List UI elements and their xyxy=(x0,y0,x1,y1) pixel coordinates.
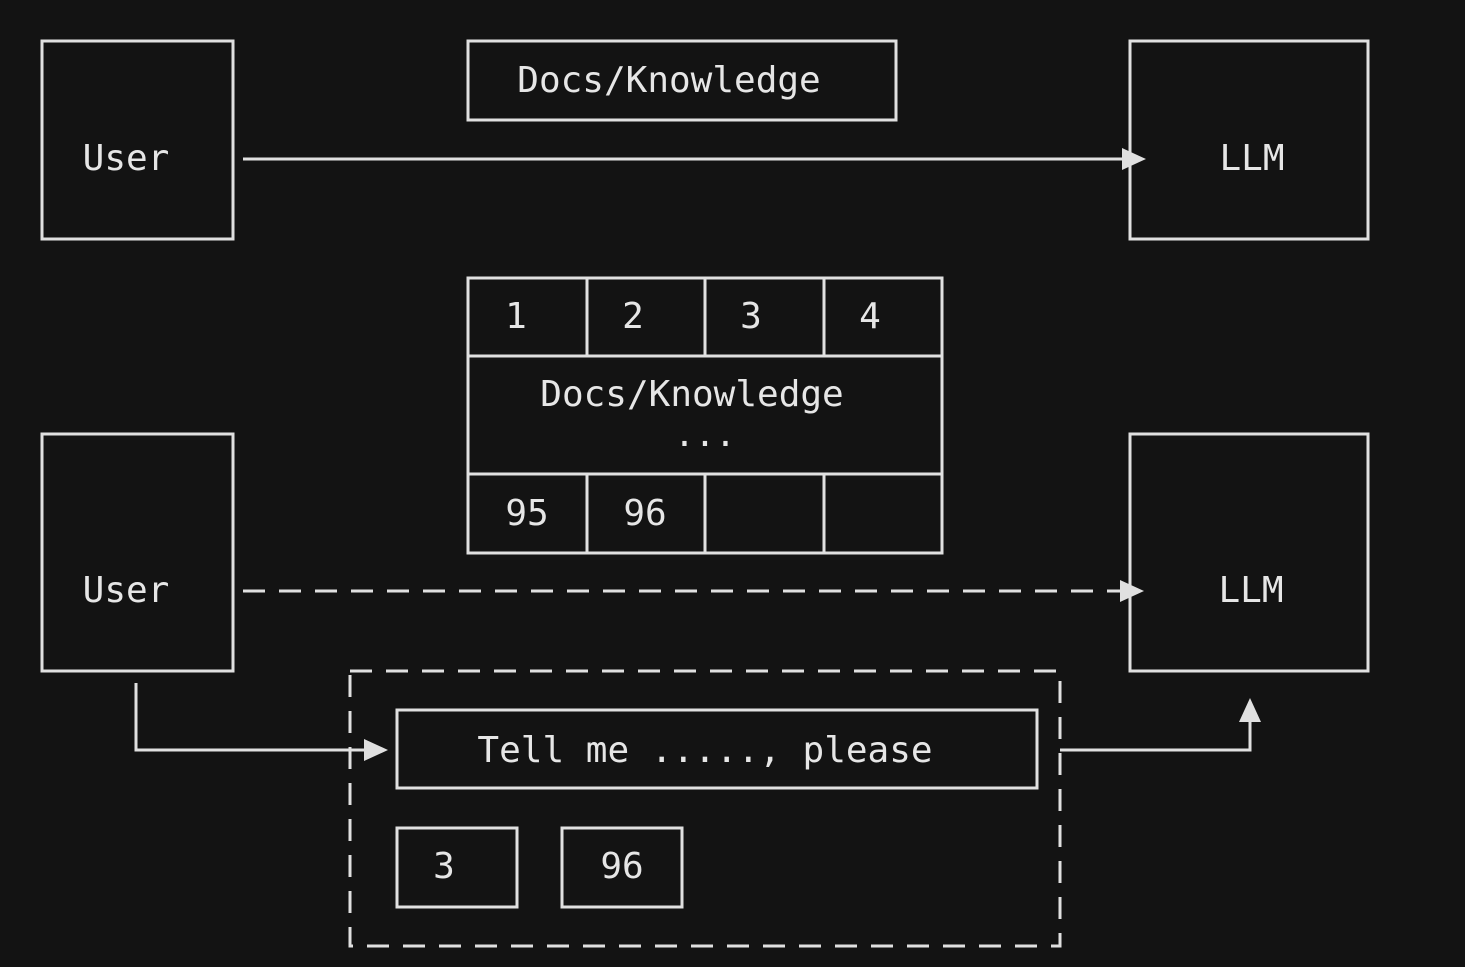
prompt-container xyxy=(348,669,1062,948)
top-arrowhead-icon xyxy=(1122,148,1146,170)
prompt-to-llm-arrowhead-icon xyxy=(1239,698,1261,722)
bottom-llm-box xyxy=(1128,432,1370,673)
top-docs-label: Docs/Knowledge xyxy=(517,60,820,101)
bottom-dashed-arrowhead-icon xyxy=(1120,580,1144,602)
bottom-user-box xyxy=(40,432,235,673)
top-user-label: User xyxy=(83,138,170,179)
user-to-prompt-arrow-line xyxy=(134,683,366,752)
bottom-section: User LLM Tell me ....., please 3 96 xyxy=(40,432,1370,948)
bottom-user-label: User xyxy=(83,570,170,611)
docs-chunk-label: 95 xyxy=(505,493,548,534)
bottom-llm-label: LLM xyxy=(1218,570,1283,611)
user-to-prompt-arrowhead-icon xyxy=(364,739,388,761)
top-llm-box xyxy=(1128,39,1370,241)
selected-chunk-label: 3 xyxy=(433,846,455,887)
selected-chunk-box xyxy=(560,826,684,909)
top-user-box xyxy=(40,39,235,241)
top-section: User Docs/Knowledge LLM xyxy=(40,39,1370,241)
docs-chunk-label: 96 xyxy=(623,493,666,534)
docs-table: 1 2 3 4 Docs/Knowledge ... 95 96 xyxy=(466,276,944,555)
selected-chunk-label: 96 xyxy=(600,846,643,887)
selected-chunk-box xyxy=(395,826,519,909)
docs-chunk-label: 4 xyxy=(859,296,881,337)
top-llm-label: LLM xyxy=(1219,138,1284,179)
top-docs-box xyxy=(466,39,898,122)
docs-chunk-label: 1 xyxy=(505,296,527,337)
docs-chunk-label: 2 xyxy=(622,296,644,337)
docs-chunk-label: 3 xyxy=(740,296,762,337)
prompt-text: Tell me ....., please xyxy=(477,730,932,771)
docs-table-title: Docs/Knowledge xyxy=(540,374,843,415)
docs-table-ellipsis: ... xyxy=(674,415,735,455)
prompt-box xyxy=(395,708,1039,790)
prompt-to-llm-arrow-line xyxy=(1060,718,1252,752)
